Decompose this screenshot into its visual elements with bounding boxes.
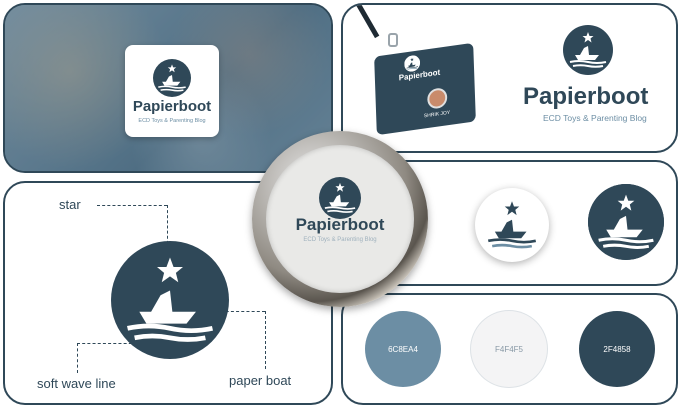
light-logo-variant <box>475 188 549 262</box>
photo-mockup-panel: Papierboot ECD Toys & Parenting Blog <box>3 3 333 173</box>
logo-mark-icon <box>153 59 191 97</box>
logo-card: Papierboot ECD Toys & Parenting Blog <box>125 45 219 137</box>
id-card-mockup-panel: Papierboot SHRIK JOY Papierboot ECD Toys… <box>341 3 678 153</box>
wave-label: soft wave line <box>37 376 116 391</box>
boat-leader-line <box>205 311 265 312</box>
logo-card-tagline: ECD Toys & Parenting Blog <box>138 118 206 124</box>
brand-tagline: ECD Toys & Parenting Blog <box>543 113 647 123</box>
button-badge-mockup: Papierboot ECD Toys & Parenting Blog <box>252 131 428 307</box>
badge-brand: Papierboot <box>295 215 385 234</box>
logo-mark-dark-icon <box>588 184 664 260</box>
badge-face <box>266 145 414 293</box>
star-label: star <box>59 197 81 212</box>
logo-mark-icon <box>319 177 361 219</box>
logo-mark-light-icon <box>479 192 545 258</box>
wave-leader-line <box>77 343 137 344</box>
id-card: Papierboot SHRIK JOY <box>374 42 476 136</box>
brand-wordmark: Papierboot <box>523 83 649 110</box>
badge-tagline: ECD Toys & Parenting Blog <box>303 237 377 243</box>
color-swatch-light: F4F4F5 <box>471 311 547 387</box>
color-palette-panel: 6C8EA4 F4F4F5 2F4858 <box>341 293 678 405</box>
color-swatch-secondary: 6C8EA4 <box>365 311 441 387</box>
star-leader-line-vertical <box>167 205 168 249</box>
star-leader-line <box>97 205 167 206</box>
dark-logo-variant <box>588 184 664 260</box>
logo-mark-icon <box>111 241 229 359</box>
wave-leader-line-vertical <box>77 343 78 373</box>
logo-anatomy-panel: star soft wave line paper boat <box>3 181 333 405</box>
badge-clip <box>388 33 398 47</box>
color-swatch-primary: 2F4858 <box>579 311 655 387</box>
holder-photo <box>427 86 448 110</box>
logo-mark-icon <box>563 25 613 75</box>
logo-card-brand: Papierboot <box>132 98 212 115</box>
boat-label: paper boat <box>229 373 292 388</box>
id-card-holder-name: SHRIK JOY <box>423 109 451 120</box>
boat-leader-line-vertical <box>265 311 266 369</box>
